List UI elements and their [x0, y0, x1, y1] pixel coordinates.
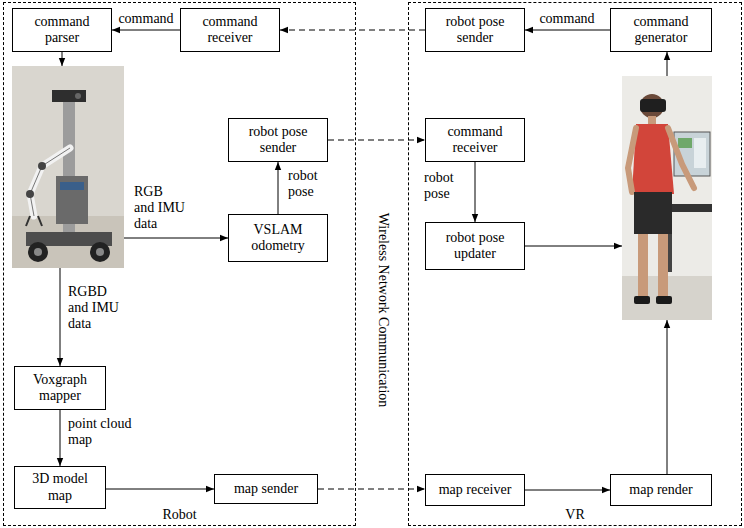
- signal-label: RGB and IMU data: [134, 184, 186, 232]
- box-label: 3D model map: [19, 471, 101, 503]
- data-flow-arrow: [62, 52, 63, 66]
- box-label: Voxgraph mapper: [19, 372, 101, 404]
- region-frame: VR robot pose sender command generator comm…: [408, 2, 742, 526]
- data-flow-arrow: [525, 246, 622, 247]
- edge-label: robot pose: [424, 170, 468, 202]
- box-label: map receiver: [430, 482, 520, 498]
- process-box: map sender: [214, 474, 318, 504]
- process-box: command receiver: [425, 118, 525, 162]
- signal-label: RGBD and IMU data: [68, 284, 130, 332]
- data-flow-arrow: [667, 52, 668, 76]
- vr-user-photo: [622, 76, 712, 320]
- box-label: map sender: [219, 481, 313, 497]
- connector: [106, 489, 214, 490]
- connector: [112, 30, 180, 31]
- process-box: Voxgraph mapper: [14, 366, 106, 410]
- box-label: command generator: [615, 14, 707, 46]
- vr-illustration: [622, 76, 712, 320]
- box-label: robot pose sender: [430, 14, 520, 46]
- process-box: command generator: [610, 8, 712, 52]
- process-box: map receiver: [425, 474, 525, 506]
- process-box: map render: [610, 474, 712, 506]
- region-frame: Robot command parser command receiver robot…: [3, 2, 356, 526]
- robot-photo: [12, 66, 124, 268]
- data-flow-arrow: [60, 268, 61, 366]
- process-box: robot pose sender: [228, 118, 328, 162]
- connector: [280, 30, 425, 31]
- region-label: VR: [409, 507, 741, 523]
- robot-illustration: [12, 66, 124, 268]
- edge-label: point cloud map: [68, 416, 152, 448]
- connector: [278, 162, 279, 214]
- connector: [525, 30, 610, 31]
- connector: [475, 162, 476, 222]
- edge-label: command: [537, 11, 597, 27]
- process-box: robot pose sender: [425, 8, 525, 52]
- region-label: Robot: [4, 507, 355, 523]
- process-box: VSLAM odometry: [228, 214, 328, 262]
- connector: [328, 140, 425, 141]
- box-label: command parser: [17, 14, 107, 46]
- box-label: robot pose sender: [233, 124, 323, 156]
- process-box: robot pose updater: [425, 222, 525, 270]
- box-label: VSLAM odometry: [233, 222, 323, 254]
- box-label: command receiver: [185, 14, 275, 46]
- data-flow-arrow: [667, 320, 668, 474]
- connector: [60, 410, 61, 466]
- process-box: command parser: [12, 8, 112, 52]
- process-box: 3D model map: [14, 466, 106, 509]
- connector: [525, 490, 610, 491]
- box-label: map render: [615, 482, 707, 498]
- box-label: robot pose updater: [430, 230, 520, 262]
- process-box: command receiver: [180, 8, 280, 52]
- data-flow-arrow: [124, 238, 228, 239]
- edge-label: command: [116, 11, 176, 27]
- box-label: command receiver: [430, 124, 520, 156]
- vertical-caption: Wireless Network Communication: [375, 213, 391, 408]
- edge-label: robot pose: [288, 168, 332, 200]
